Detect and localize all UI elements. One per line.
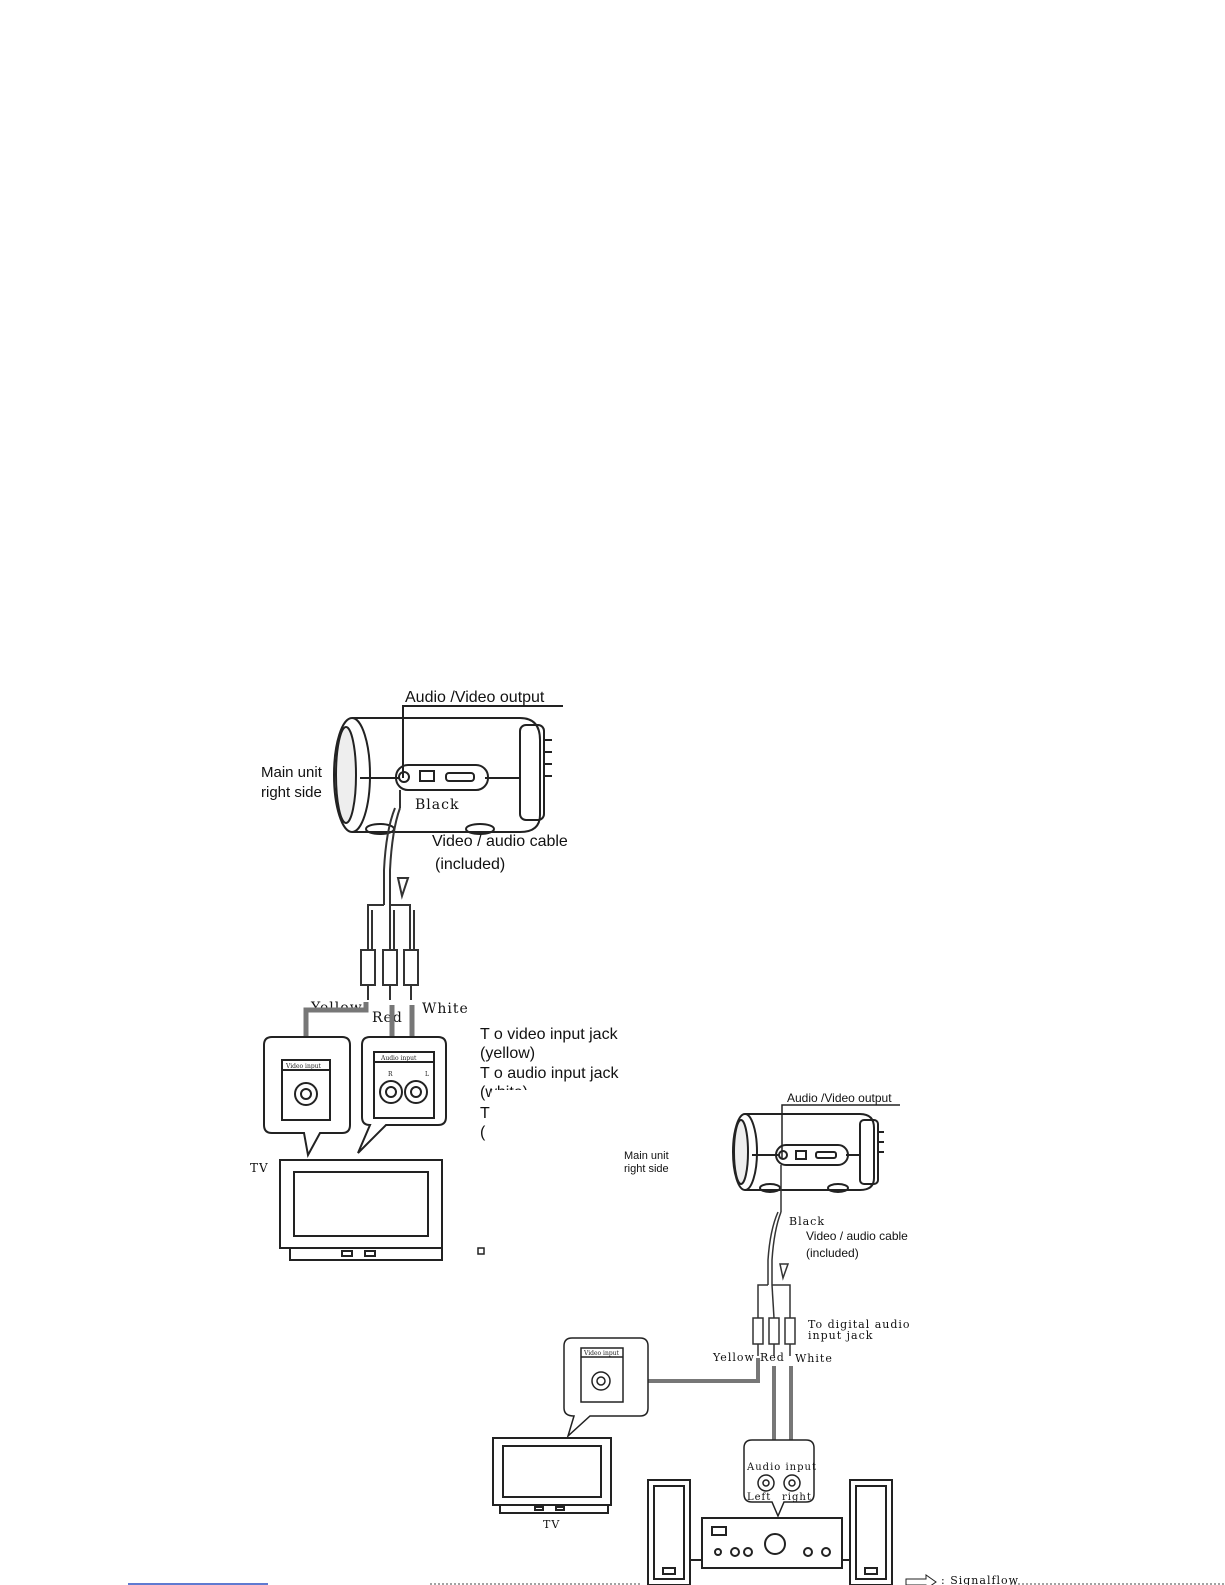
speaker-left xyxy=(647,1479,691,1585)
note-cut-2: ( xyxy=(480,1124,486,1141)
signal-arrows-2 xyxy=(605,1358,793,1446)
diagram-tv-connection: Audio /Video output Main unit right side… xyxy=(250,689,632,1261)
main-unit-label-line2: right side xyxy=(261,784,322,801)
av-output-label-2: Audio /Video output xyxy=(787,1091,892,1105)
diagram-amplifier-connection: Audio /Video output Main unit right side… xyxy=(492,1091,1019,1585)
av-output-label: Audio /Video output xyxy=(405,689,545,706)
video-input-callout-2 xyxy=(563,1337,649,1439)
note-cut-1: T xyxy=(480,1105,490,1122)
cable-label-line2: (included) xyxy=(435,856,505,873)
note-video-line1: T o video input jack xyxy=(480,1026,619,1043)
red-label: Red xyxy=(372,1010,403,1026)
note-video-line2: (yellow) xyxy=(480,1045,535,1062)
yellow-label-2: Yellow xyxy=(712,1351,755,1364)
video-input-callout xyxy=(263,1036,351,1158)
audio-input-label-2: Audio input xyxy=(746,1462,817,1473)
black-plug-label: Black xyxy=(415,797,459,813)
white-label-2: White xyxy=(795,1352,833,1365)
white-label: White xyxy=(422,1001,469,1017)
signalflow-arrow-icon xyxy=(905,1574,937,1585)
jack-r-label: R xyxy=(388,1071,393,1078)
digital-label-line1: To digital audio xyxy=(808,1318,911,1331)
av-cable xyxy=(360,790,419,1000)
red-label-2: Red xyxy=(760,1351,785,1364)
tv-1 xyxy=(279,1159,443,1261)
jack-l-label: L xyxy=(425,1071,429,1078)
audio-input-callout xyxy=(357,1036,447,1154)
amplifier xyxy=(690,1517,850,1569)
audio-input-callout-2 xyxy=(743,1439,815,1518)
left-label: Left xyxy=(747,1492,771,1503)
av-cable-2 xyxy=(752,1165,796,1356)
camera-main-unit xyxy=(333,717,552,835)
video-input-label-2: Video input xyxy=(583,1350,620,1357)
digital-label-line2: input jack xyxy=(808,1329,873,1342)
tv-label-1: TV xyxy=(250,1161,269,1175)
tv-label-2: TV xyxy=(543,1518,560,1531)
cable-2-line2: (included) xyxy=(806,1246,859,1260)
cable-2-line1: Video / audio cable xyxy=(806,1229,908,1243)
signalflow-label: : Signalflow xyxy=(941,1574,1019,1585)
right-label: right xyxy=(782,1492,812,1503)
audio-input-label: Audio input xyxy=(380,1055,417,1062)
tv-2 xyxy=(492,1437,612,1514)
note-audio-line1: T o audio input jack xyxy=(480,1065,619,1082)
main-unit-2-line1: Main unit xyxy=(624,1150,669,1162)
camera-main-unit-2 xyxy=(732,1113,884,1193)
speaker-right xyxy=(849,1479,893,1585)
main-unit-2-line2: right side xyxy=(624,1163,669,1175)
cable-label-line1: Video / audio cable xyxy=(432,833,568,850)
main-unit-label-line1: Main unit xyxy=(261,764,323,781)
video-input-label: Video input xyxy=(285,1063,322,1070)
black-label-2: Black xyxy=(789,1215,825,1228)
